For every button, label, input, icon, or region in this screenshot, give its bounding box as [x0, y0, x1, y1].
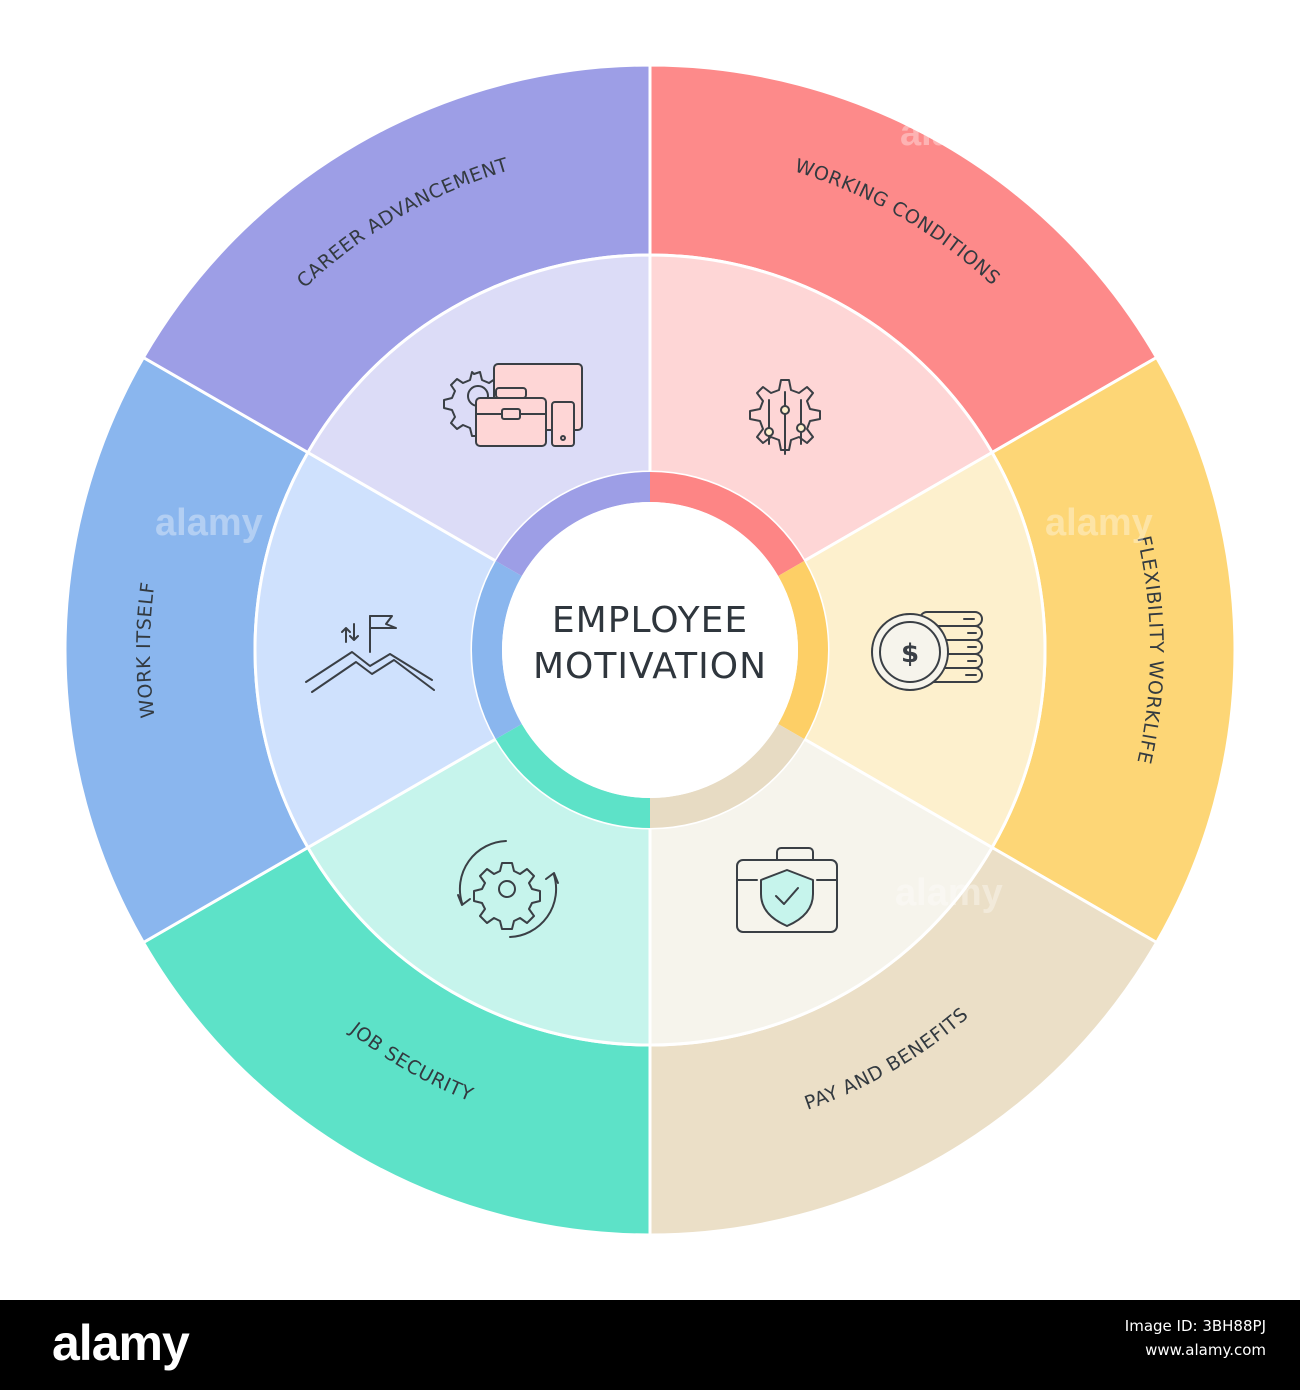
gear-briefcase-devices-icon	[443, 363, 583, 447]
accent-arc-flexibility-worklife	[778, 561, 828, 739]
shield-briefcase-icon	[736, 847, 838, 933]
inner-segment-work-itself	[253, 450, 498, 850]
center-circle	[502, 502, 798, 798]
accent-arc-pay-and-benefits	[650, 724, 805, 828]
svg-text:$: $	[901, 639, 919, 669]
inner-segment-working-conditions	[648, 253, 995, 564]
gear-sliders-icon	[749, 379, 821, 455]
accent-ring	[472, 472, 828, 828]
segment-label-work-itself: WORK ITSELF	[133, 581, 159, 720]
watermark-text: alamy	[900, 112, 1008, 154]
watermarks: alamy alamy alamy alamy	[155, 112, 1153, 914]
watermark-text: alamy	[155, 502, 263, 544]
inner-segment-pay-and-benefits	[648, 736, 995, 1047]
stock-footer-bar: alamy Image ID: 3BH88PJ www.alamy.com	[0, 1300, 1300, 1390]
watermark-text: alamy	[895, 872, 1003, 914]
gear-cycle-icon	[457, 840, 559, 938]
image-id-text: Image ID: 3BH88PJ	[1124, 1317, 1266, 1335]
coin-stack-icon: $	[871, 611, 983, 691]
watermark-text: alamy	[1045, 502, 1153, 544]
accent-arc-career-advancement	[495, 472, 650, 576]
accent-arc-work-itself	[472, 561, 522, 739]
accent-arc-job-security	[495, 724, 650, 828]
outer-ring	[63, 63, 1237, 1237]
center-title-line-1: EMPLOYEE	[552, 600, 748, 641]
stock-logo: alamy	[52, 1315, 190, 1371]
segment-label-text-work-itself: WORK ITSELF	[133, 581, 159, 720]
stock-meta: Image ID: 3BH88PJ www.alamy.com	[1125, 1314, 1266, 1362]
flag-mountain-icon	[305, 615, 435, 693]
site-url-text: www.alamy.com	[1145, 1341, 1266, 1359]
accent-arc-working-conditions	[650, 472, 805, 576]
inner-ring	[253, 253, 1047, 1047]
center-title-line-2: MOTIVATION	[533, 646, 767, 687]
inner-segment-job-security	[305, 736, 652, 1047]
